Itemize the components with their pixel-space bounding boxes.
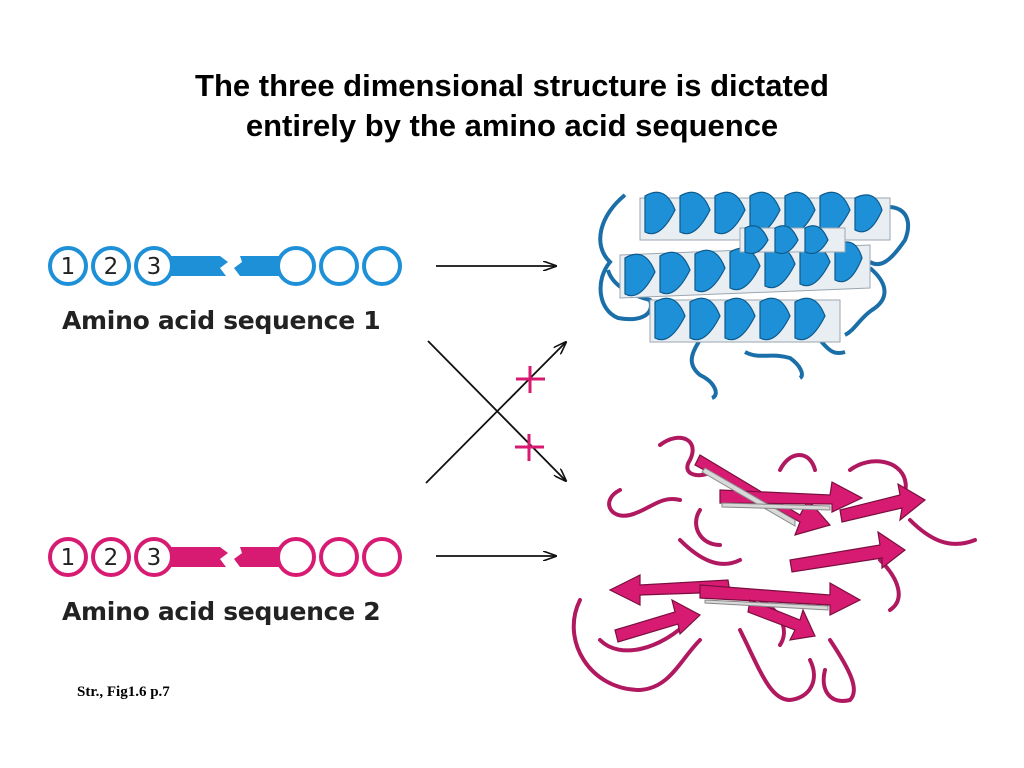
residue-circle-5: [319, 537, 359, 577]
residue-number-1: 1: [61, 254, 76, 280]
residue-number-2: 2: [104, 254, 119, 280]
arrow-seq2-to-helix-crossed: [425, 342, 566, 484]
residue-circle-5: [319, 246, 359, 286]
title-line-2: entirely by the amino acid sequence: [245, 108, 779, 143]
residue-circle-4: [276, 246, 316, 286]
residue-number-1: 1: [61, 545, 76, 571]
sequence-2-bar-right: [234, 547, 285, 567]
sequence-2-label: Amino acid sequence 2: [62, 597, 381, 626]
residue-circle-2: [91, 246, 131, 286]
sequence-2-bar-left: [170, 547, 228, 567]
residue-circle-1: [48, 537, 88, 577]
residue-circle-3: [134, 246, 174, 286]
residue-circle-6: [362, 537, 402, 577]
cross-mark-upper: [516, 366, 545, 393]
sequence-2-chain: 1 2 3: [48, 537, 402, 577]
sequence-1-bar-right: [234, 256, 285, 276]
beta-sheet-protein-icon: [571, 435, 977, 703]
page-title: The three dimensional structure is dicta…: [0, 66, 1024, 146]
residue-circle-1: [48, 246, 88, 286]
sequence-1-bar-left: [170, 256, 228, 276]
residue-circle-2: [91, 537, 131, 577]
residue-number-3: 3: [147, 254, 162, 280]
title-line-1: The three dimensional structure is dicta…: [195, 68, 829, 103]
residue-circle-3: [134, 537, 174, 577]
cross-mark-lower: [515, 434, 544, 461]
sequence-1-chain: 1 2 3: [48, 246, 402, 286]
sequence-1-label: Amino acid sequence 1: [62, 306, 381, 335]
alpha-helix-protein-icon: [598, 191, 911, 400]
residue-circle-4: [276, 537, 316, 577]
residue-number-3: 3: [147, 545, 162, 571]
figure-caption: Str., Fig1.6 p.7: [77, 684, 170, 700]
residue-circle-6: [362, 246, 402, 286]
residue-number-2: 2: [104, 545, 119, 571]
